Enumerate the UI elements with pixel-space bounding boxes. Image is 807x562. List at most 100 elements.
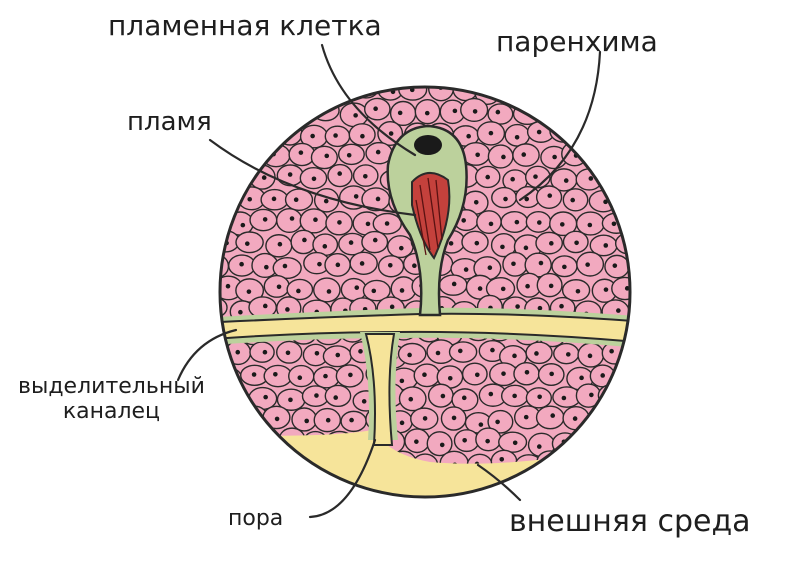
cell-nucleus bbox=[536, 444, 542, 449]
cell-nucleus bbox=[239, 261, 244, 267]
parenchyma-cell bbox=[397, 342, 427, 365]
leader-environment bbox=[476, 463, 522, 502]
cell-nucleus bbox=[263, 394, 268, 400]
cell-nucleus bbox=[616, 308, 621, 313]
parenchyma-cell bbox=[487, 144, 514, 169]
cell-nucleus bbox=[495, 109, 501, 115]
cell-nucleus bbox=[238, 309, 243, 315]
cell-nucleus bbox=[271, 196, 277, 202]
cell-nucleus bbox=[422, 372, 427, 378]
cell-nucleus bbox=[288, 397, 293, 403]
cell-nucleus bbox=[251, 372, 257, 377]
cell-nucleus bbox=[313, 217, 318, 223]
cell-nucleus bbox=[512, 353, 517, 359]
cell-nucleus bbox=[298, 459, 304, 464]
cell-nucleus bbox=[461, 395, 467, 401]
cell-nucleus bbox=[424, 110, 430, 116]
cell-nucleus bbox=[240, 222, 246, 228]
leader-flame-cell bbox=[320, 43, 417, 157]
cell-nucleus bbox=[359, 261, 365, 266]
cell-nucleus bbox=[335, 352, 341, 358]
parenchyma-label: паренхима bbox=[496, 25, 658, 58]
cell-nucleus bbox=[475, 152, 480, 158]
cell-nucleus bbox=[549, 241, 554, 246]
cell-nucleus bbox=[349, 417, 354, 423]
cell-nucleus bbox=[548, 283, 554, 289]
parenchyma-cell bbox=[535, 405, 565, 430]
cell-nucleus bbox=[490, 347, 495, 353]
cell-nucleus bbox=[579, 375, 584, 381]
cell-nucleus bbox=[477, 286, 483, 291]
cell-nucleus bbox=[588, 176, 594, 181]
cell-nucleus bbox=[399, 245, 404, 251]
parenchyma-cell bbox=[263, 274, 290, 298]
cell-nucleus bbox=[612, 263, 618, 268]
cell-nucleus bbox=[358, 349, 363, 354]
cell-nucleus bbox=[603, 243, 609, 248]
cell-nucleus bbox=[600, 373, 606, 378]
cell-nucleus bbox=[565, 352, 571, 357]
parenchyma-cell bbox=[461, 362, 488, 386]
cell-nucleus bbox=[559, 303, 564, 309]
cell-nucleus bbox=[514, 219, 520, 225]
cell-nucleus bbox=[287, 172, 293, 177]
parenchyma-cell bbox=[220, 296, 228, 319]
cell-nucleus bbox=[495, 419, 500, 425]
excretory-duct-label-line1: выделительный bbox=[18, 374, 205, 399]
cell-nucleus bbox=[488, 130, 494, 136]
cell-nucleus bbox=[487, 265, 493, 271]
cell-nucleus bbox=[363, 173, 368, 179]
cell-nucleus bbox=[212, 306, 217, 311]
cell-nucleus bbox=[589, 392, 594, 398]
parenchyma-cell bbox=[277, 121, 303, 146]
tissue-section bbox=[212, 87, 630, 497]
cell-nucleus bbox=[575, 288, 581, 294]
cell-nucleus bbox=[408, 396, 414, 402]
cell-nucleus bbox=[524, 369, 530, 375]
cell-nucleus bbox=[572, 416, 578, 421]
cell-nucleus bbox=[485, 89, 490, 94]
cell-nucleus bbox=[574, 240, 579, 246]
cell-nucleus bbox=[501, 371, 506, 376]
cell-nucleus bbox=[451, 281, 457, 287]
cell-nucleus bbox=[399, 288, 405, 293]
cell-nucleus bbox=[335, 262, 341, 268]
cell-nucleus bbox=[323, 198, 329, 204]
cell-nucleus bbox=[297, 375, 303, 380]
parenchyma-cell bbox=[291, 407, 318, 432]
cell-nucleus bbox=[412, 263, 417, 268]
cell-nucleus bbox=[536, 129, 542, 135]
cell-nucleus bbox=[273, 371, 278, 377]
cell-nucleus bbox=[514, 134, 520, 140]
cell-nucleus bbox=[289, 216, 295, 221]
cell-nucleus bbox=[389, 304, 395, 310]
cell-nucleus bbox=[550, 413, 556, 418]
cell-nucleus bbox=[440, 393, 446, 399]
flame-cell-nucleus bbox=[414, 135, 442, 155]
parenchyma-cell bbox=[413, 363, 441, 388]
cell-nucleus bbox=[451, 415, 457, 421]
parenchyma-cell bbox=[611, 276, 630, 301]
parenchyma-cell bbox=[340, 410, 367, 433]
cell-nucleus bbox=[510, 176, 515, 182]
cell-nucleus bbox=[353, 113, 358, 118]
cell-nucleus bbox=[348, 240, 354, 245]
excretory-duct-label-line2: каналец bbox=[62, 399, 161, 425]
cell-nucleus bbox=[611, 221, 617, 227]
cell-nucleus bbox=[262, 349, 268, 355]
cell-nucleus bbox=[361, 399, 367, 404]
cell-nucleus bbox=[474, 372, 480, 378]
cell-nucleus bbox=[333, 133, 338, 138]
cell-nucleus bbox=[570, 197, 575, 203]
cell-nucleus bbox=[235, 349, 241, 355]
flame-cell-label: пламенная клетка bbox=[108, 9, 382, 42]
cell-nucleus bbox=[397, 110, 403, 116]
cell-nucleus bbox=[371, 288, 377, 294]
parenchyma-cell bbox=[362, 279, 391, 302]
cell-nucleus bbox=[562, 264, 567, 270]
cell-nucleus bbox=[311, 176, 317, 182]
cell-nucleus bbox=[293, 197, 299, 202]
parenchyma-cell bbox=[562, 188, 589, 212]
cell-nucleus bbox=[388, 131, 394, 136]
cell-nucleus bbox=[474, 240, 480, 246]
